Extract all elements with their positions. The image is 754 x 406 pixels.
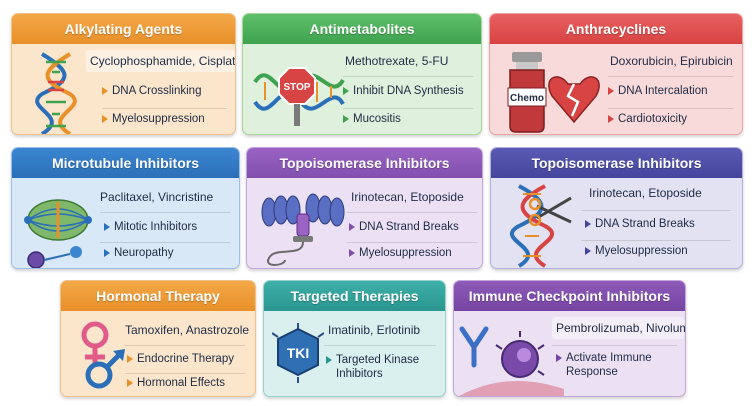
tki-label: TKI <box>287 345 310 361</box>
card-topoisomerase-inhibitors-2: Topoisomerase Inhibitors Irinotecan, Eto… <box>490 147 743 269</box>
card-title: Alkylating Agents <box>12 14 235 44</box>
drug-names: Tamoxifen, Anastrozole <box>125 323 250 337</box>
card-targeted-therapies: Targeted Therapies TKI Imatinib, Erlotin… <box>263 280 446 397</box>
card-title: Immune Checkpoint Inhibitors <box>454 281 685 311</box>
card-alkylating-agents: Alkylating Agents Cyclophosphamide, Cisp… <box>11 13 236 135</box>
bullet-point: DNA Intercalation <box>608 85 708 97</box>
bullet-point: Hormonal Effects <box>127 377 225 389</box>
bullet-point: DNA Strand Breaks <box>349 221 459 233</box>
bullet-point: Myelosuppression <box>585 245 688 257</box>
card-antimetabolites: Antimetabolites STOP Methotrexate, 5-FU … <box>242 13 482 135</box>
bullet-point: Myelosuppression <box>102 113 205 125</box>
card-title: Topoisomerase Inhibitors <box>491 148 742 178</box>
bullet-point: DNA Strand Breaks <box>585 218 695 230</box>
tki-molecule-icon: TKI <box>272 323 324 383</box>
card-anthracyclines: Anthracyclines Chemo Doxorubicin, Epirub… <box>489 13 743 135</box>
bullet-point: Targeted Kinase Inhibitors <box>326 353 426 381</box>
card-immune-checkpoint-inhibitors: Immune Checkpoint Inhibitors Pembrolizum… <box>453 280 686 397</box>
bullet-point: DNA Crosslinking <box>102 85 201 97</box>
bullet-point: Myelosuppression <box>349 247 452 259</box>
bullet-point: Neuropathy <box>104 247 173 259</box>
bullet-point: Mucositis <box>343 113 401 125</box>
coiled-dna-enzyme-icon <box>261 193 345 266</box>
bullet-point: Inhibit DNA Synthesis <box>343 85 464 97</box>
dna-helix-icon <box>35 52 77 134</box>
card-topoisomerase-inhibitors-1: Topoisomerase Inhibitors Irinotecan, Eto… <box>246 147 483 269</box>
dna-stop-sign-icon: STOP <box>253 67 345 126</box>
gender-symbols-icon <box>81 321 125 389</box>
card-title: Microtubule Inhibitors <box>12 148 239 178</box>
drug-names: Paclitaxel, Vincristine <box>100 190 214 204</box>
drug-names: Irinotecan, Etoposide <box>589 186 702 200</box>
drug-names: Doxorubicin, Epirubicin <box>610 54 733 68</box>
card-hormonal-therapy: Hormonal Therapy Tamoxifen, Anastrozole … <box>60 280 256 397</box>
card-title: Anthracyclines <box>490 14 742 44</box>
card-title: Hormonal Therapy <box>61 281 255 311</box>
bullet-point: Cardiotoxicity <box>608 113 687 125</box>
drug-names: Cyclophosphamide, Cisplatin <box>90 54 236 68</box>
card-microtubule-inhibitors: Microtubule Inhibitors Paclitaxel, Vincr… <box>11 147 240 269</box>
card-title: Topoisomerase Inhibitors <box>247 148 482 178</box>
stop-label: STOP <box>283 82 310 93</box>
bullet-point: Endocrine Therapy <box>127 353 234 365</box>
vial-label: Chemo <box>510 93 544 104</box>
mitotic-spindle-icon <box>24 199 92 268</box>
drug-names: Pembrolizumab, Nivolumab <box>556 321 685 335</box>
drug-names: Methotrexate, 5-FU <box>345 54 449 68</box>
drug-names: Imatinib, Erlotinib <box>328 323 421 337</box>
drug-names: Irinotecan, Etoposide <box>351 190 464 204</box>
bullet-point: Activate Immune Response <box>556 351 662 379</box>
card-title: Targeted Therapies <box>264 281 445 311</box>
chemo-vial-broken-heart-icon: Chemo <box>507 52 600 133</box>
dna-scissors-icon <box>510 184 572 268</box>
bullet-point: Mitotic Inhibitors <box>104 221 197 233</box>
antibody-cell-icon <box>459 326 564 396</box>
card-title: Antimetabolites <box>243 14 481 44</box>
